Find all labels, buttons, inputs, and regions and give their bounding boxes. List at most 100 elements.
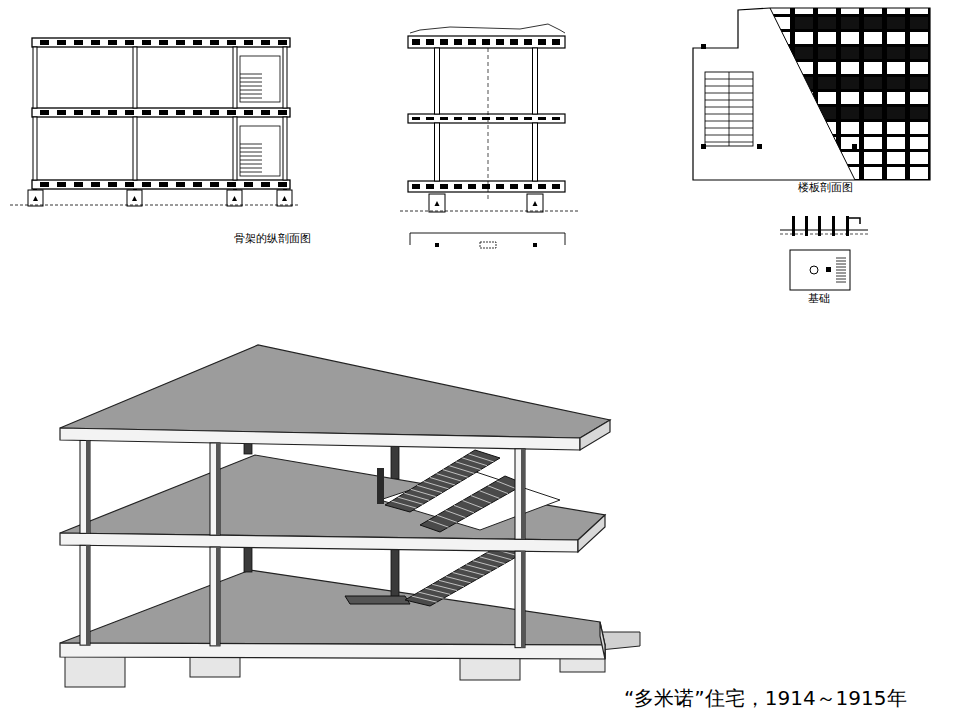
grid-rib [765, 104, 935, 107]
column [515, 551, 525, 647]
column [515, 449, 525, 539]
slab-rib [91, 110, 100, 115]
stair-step [424, 481, 449, 488]
stair-step [473, 561, 498, 568]
stair-step [425, 588, 450, 594]
column [435, 48, 440, 114]
column [233, 117, 237, 180]
grid-rib [905, 8, 910, 180]
stair-step [411, 489, 436, 496]
slab-rib [454, 117, 462, 120]
stair-step [705, 135, 753, 136]
stair-step [456, 462, 481, 470]
stair-step [432, 584, 457, 590]
slab-rib [426, 117, 434, 120]
stair-outline [240, 126, 280, 176]
footing-mark [435, 201, 440, 206]
floor-slab [408, 114, 565, 123]
slab-rib [552, 184, 560, 189]
stair-step [466, 565, 491, 572]
slab-rib [412, 117, 420, 120]
column-dot [852, 144, 857, 149]
drawing-label: 楼板剖面图 [796, 181, 855, 194]
longitudinal-section [10, 38, 300, 206]
slab-rib [125, 40, 134, 45]
plan-mark [480, 242, 496, 248]
slab-rib [74, 40, 83, 45]
slab-rib [227, 110, 236, 115]
stair-step [497, 481, 517, 489]
slab-rib [510, 184, 518, 189]
stair-step [463, 501, 483, 509]
column [33, 117, 37, 180]
grid-rib [836, 8, 841, 180]
footing-mark [132, 196, 137, 201]
slab-rib [57, 40, 66, 45]
stair-step [412, 596, 437, 602]
column [133, 117, 137, 180]
slab-rib [142, 40, 151, 45]
column [80, 440, 90, 533]
stair-step [459, 569, 484, 576]
column [210, 547, 220, 646]
stair-outline [240, 56, 280, 102]
stair-step [705, 121, 753, 122]
plan-column [533, 243, 537, 247]
column-dot [757, 144, 762, 149]
stair-step [705, 142, 753, 143]
stair-outline [705, 72, 753, 146]
perspective-view [60, 345, 640, 687]
grid-rib [859, 8, 864, 180]
grid-fill [887, 47, 905, 59]
top-slab-front [60, 428, 580, 450]
stair-step [240, 78, 262, 79]
footing-mark [282, 196, 287, 201]
slab-rib [496, 117, 504, 120]
slab-rib [159, 40, 168, 45]
stair-step [430, 478, 455, 486]
slab-rib [125, 110, 134, 115]
stair-step [471, 496, 491, 504]
grid-fill [864, 47, 882, 59]
slab-rib [496, 39, 504, 45]
slab-rib [524, 117, 532, 120]
ground-slab-side [600, 622, 605, 659]
slab-rib [159, 110, 168, 115]
cross-section [400, 24, 580, 248]
stair-step [429, 520, 449, 527]
detail-hook [848, 218, 860, 224]
floor-slab [408, 181, 565, 192]
footing [527, 194, 543, 212]
column-dot [701, 144, 706, 149]
floor-slab [408, 36, 565, 48]
slab-rib [176, 40, 185, 45]
slab-rib [108, 182, 117, 187]
slab-rib [538, 117, 546, 120]
stair-step [480, 557, 505, 564]
stair-step [454, 505, 474, 512]
slab-rib [552, 39, 560, 45]
slab-rib [482, 39, 490, 45]
slab-rib [227, 182, 236, 187]
grid-rib [765, 74, 935, 77]
footing-step [836, 273, 846, 274]
stair-step [705, 93, 753, 94]
stair-step [449, 466, 474, 474]
grid-rib [765, 119, 935, 122]
slab-rib [538, 39, 546, 45]
top-slab-side [580, 420, 610, 450]
grid-rib [765, 29, 935, 32]
column [283, 47, 287, 108]
top-slab-top [60, 345, 610, 438]
grid-rib [765, 59, 935, 62]
grid-fill [795, 77, 813, 89]
slab-rib [193, 110, 202, 115]
grid-fill [864, 77, 882, 89]
grid-fill [818, 47, 836, 59]
stair-step [488, 486, 508, 494]
grid-fill [795, 107, 813, 119]
slab-rib [412, 184, 420, 189]
slab-rib [91, 40, 100, 45]
stair-step [419, 592, 444, 598]
slab-rib [440, 184, 448, 189]
